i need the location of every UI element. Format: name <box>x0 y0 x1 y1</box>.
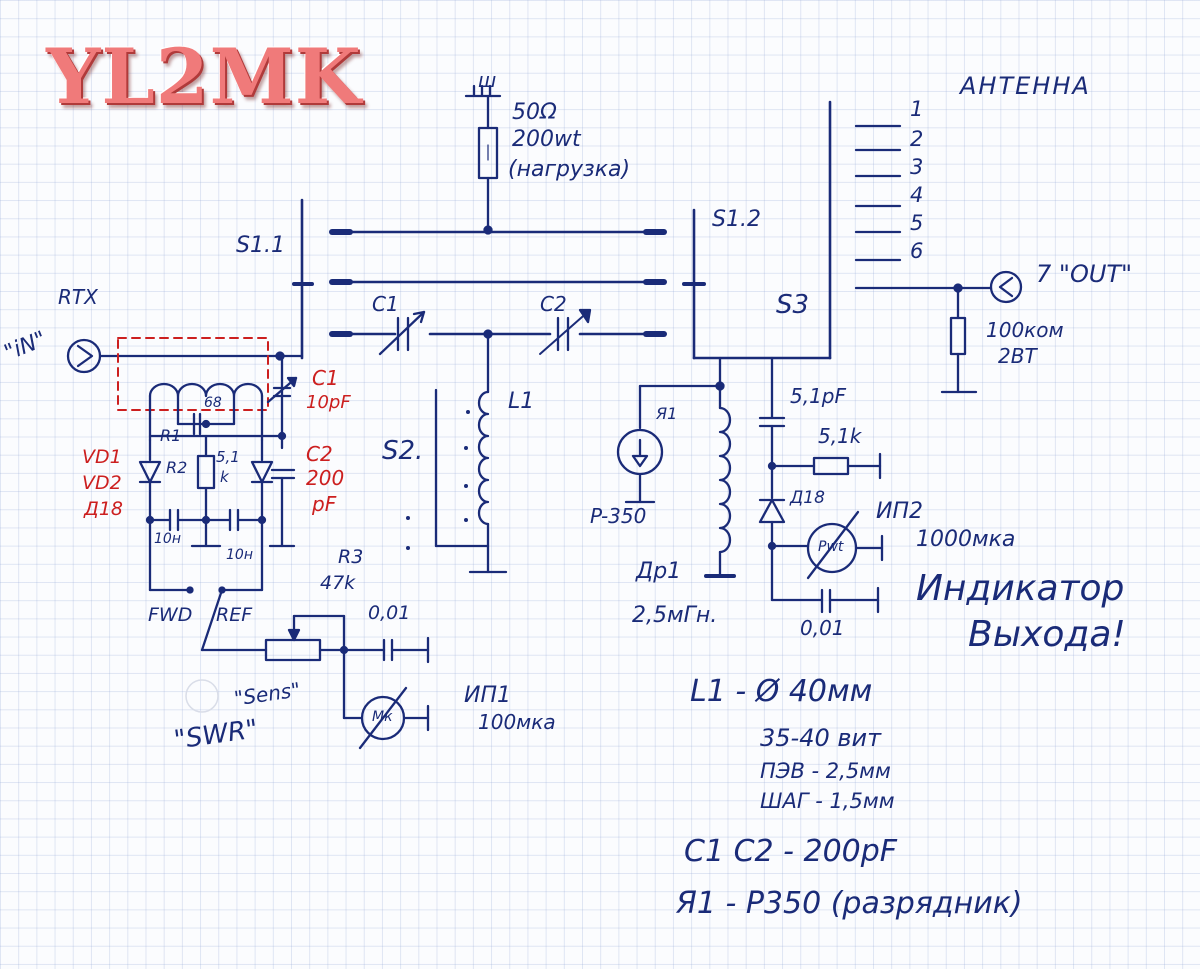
bridge-c1-label: C1 <box>312 366 339 390</box>
bridge-c1-value: 10pF <box>306 392 351 413</box>
tuner-capacitors <box>378 308 592 356</box>
resistor-5k1-unit: k <box>220 468 229 486</box>
ref-label: REF <box>216 604 253 626</box>
meter-ip2-label: ИП2 <box>876 499 923 524</box>
switch-s2-label: S2. <box>382 436 424 466</box>
bridge-c2-value: 200 <box>306 466 345 490</box>
arrester-ya1-label: Я1 <box>656 404 678 423</box>
coil-l1-label: L1 <box>508 389 535 414</box>
antenna-selector <box>854 124 1023 394</box>
note-l1-diameter: L1 - Ø 40мм <box>690 674 873 709</box>
antenna-position-6: 6 <box>910 239 924 263</box>
cap-001-a-label: 0,01 <box>368 602 411 624</box>
resistor-5k1-label: 5,1 <box>216 448 240 466</box>
indicator-title-line1: Индикатор <box>916 568 1125 609</box>
tuner-c2-label: C2 <box>540 292 567 316</box>
antenna-position-4: 4 <box>910 183 924 207</box>
antenna-position-2: 2 <box>910 127 924 151</box>
diode-vd2-label: VD2 <box>82 472 122 494</box>
meter-ip1-label: ИП1 <box>464 683 511 708</box>
switch-s1-1-label: S1.1 <box>236 233 285 258</box>
cap-10n-a-label: 10н <box>154 531 181 547</box>
diode-d18-left-label: Д18 <box>84 498 124 520</box>
meter-ip1-symbol: Мк <box>372 709 393 725</box>
load-note-label: (нагрузка) <box>508 157 631 182</box>
meter-ip1-range: 100мка <box>478 710 556 734</box>
note-capacitors: C1 C2 - 200pF <box>684 834 898 869</box>
note-pitch: ШАГ - 1,5мм <box>760 789 895 813</box>
diode-vd1-label: VD1 <box>82 446 122 468</box>
bridge-c2-label: C2 <box>306 442 333 466</box>
swr-bridge <box>66 337 430 750</box>
coil-l1 <box>406 332 508 574</box>
resistor-r3-value: 47k <box>320 572 356 594</box>
antenna-position-5: 5 <box>910 211 924 235</box>
switch-s3-label: S3 <box>776 290 810 320</box>
switch-s1-contacts <box>292 100 832 360</box>
resistor-r2-label: R2 <box>166 458 188 477</box>
output-indicator <box>616 356 884 614</box>
antenna-position-1: 1 <box>910 97 924 121</box>
arrester-type-label: P-350 <box>590 504 647 528</box>
meter-ip2-range: 1000мка <box>916 527 1016 552</box>
resistor-r1-label: R1 <box>160 426 182 445</box>
resistor-68-label: 68 <box>204 395 222 411</box>
cap-5pf-label: 5,1pF <box>790 384 847 408</box>
rtx-label: RTX <box>58 285 98 309</box>
bridge-c2-unit: pF <box>312 492 337 516</box>
antenna-label: АНТЕННА <box>960 72 1091 100</box>
switch-s1-2-label: S1.2 <box>712 207 761 232</box>
cap-10n-b-label: 10н <box>226 547 253 563</box>
output-resistor-value: 100ком <box>986 318 1064 342</box>
load-resistance-label: 50Ω <box>512 100 557 125</box>
indicator-title-line2: Выхода! <box>968 614 1126 655</box>
antenna-position-3: 3 <box>910 155 924 179</box>
diode-d18-right-label: Д18 <box>790 488 825 508</box>
tuner-c1-label: C1 <box>372 292 399 316</box>
meter-ip2-symbol: Pwt <box>818 539 844 555</box>
fwd-label: FWD <box>148 604 193 626</box>
output-resistor-power: 2ВТ <box>998 344 1037 368</box>
note-wire: ПЭВ - 2,5мм <box>760 759 891 783</box>
cap-001-b-label: 0,01 <box>800 616 845 640</box>
resistor-5k1-right-label: 5,1k <box>818 424 862 448</box>
logo: YL2MK <box>46 32 362 121</box>
output-label: 7 "OUT" <box>1036 260 1133 288</box>
load-ground-label: ш <box>478 68 497 92</box>
choke-dr1-value: 2,5мГн. <box>632 603 718 628</box>
load-power-label: 200wt <box>512 127 581 152</box>
note-arrester: Я1 - P350 (разрядник) <box>676 886 1023 921</box>
dummy-load <box>464 84 502 235</box>
choke-dr1-label: Др1 <box>636 559 682 584</box>
note-turns: 35-40 вит <box>760 724 882 752</box>
resistor-r3-label: R3 <box>338 546 364 568</box>
